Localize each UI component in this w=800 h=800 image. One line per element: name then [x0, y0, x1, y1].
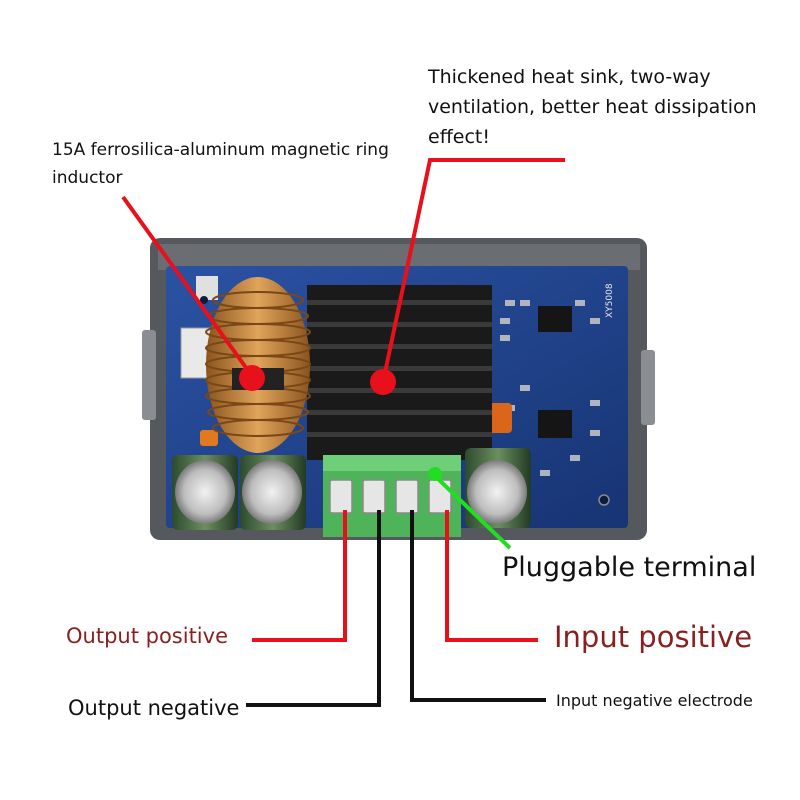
output-negative-label: Output negative — [68, 696, 240, 720]
input-negative-label: Input negative electrode — [556, 691, 753, 710]
input-positive-label: Input positive — [554, 620, 753, 654]
callout-lines-black — [246, 510, 546, 707]
inductor-marker-dot — [239, 365, 265, 391]
heatsink-callout: Thickened heat sink, two-way ventilation… — [428, 66, 757, 148]
toroid-inductor — [205, 277, 311, 453]
terminal-callout-line — [428, 467, 512, 550]
heatsink-marker-dot — [370, 369, 396, 395]
callout-lines-red — [121, 158, 565, 642]
electrolytic-capacitors — [172, 448, 531, 530]
output-positive-label: Output positive — [66, 624, 228, 648]
board-model-label: XY5008 — [605, 283, 615, 318]
terminal-callout: Pluggable terminal — [502, 552, 757, 583]
heat-sink — [307, 285, 492, 460]
inductor-callout: 15A ferrosilica-aluminum magnetic ring i… — [52, 140, 389, 188]
